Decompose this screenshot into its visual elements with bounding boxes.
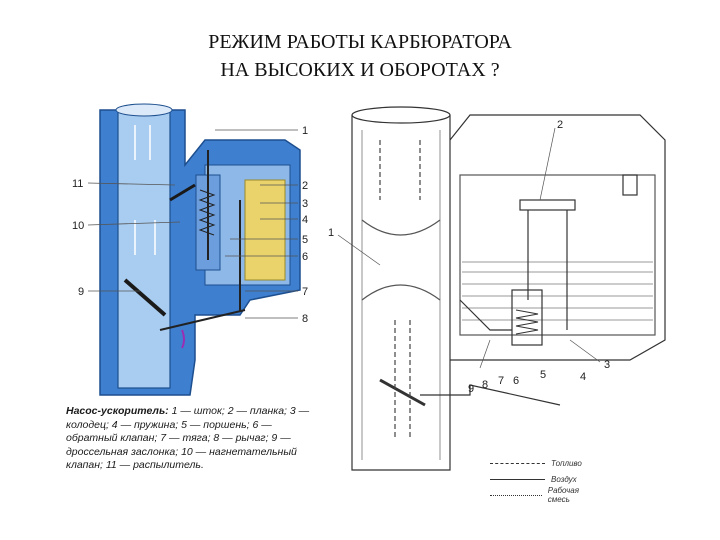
- callout-8: 8: [302, 313, 308, 325]
- fuel-level-lines: [462, 261, 653, 321]
- right-diagram-legend: Топливо Воздух Рабочая смесь: [490, 455, 600, 504]
- right-lever: [420, 384, 561, 406]
- callout-2: 2: [302, 180, 308, 192]
- caption-text: 1 — шток; 2 — планка; 3 — колодец; 4 — п…: [66, 405, 310, 471]
- accelerator-nozzle: [169, 183, 196, 202]
- right-callout-3: 3: [604, 359, 610, 371]
- legend-label-air: Воздух: [551, 474, 577, 484]
- legend-item-air: Воздух: [490, 471, 600, 487]
- right-callout-7: 7: [498, 375, 504, 387]
- left-leader-lines: [87, 129, 298, 319]
- pump-channel: [459, 299, 512, 331]
- callout-1: 1: [302, 125, 308, 137]
- left-fuel-volume: [244, 179, 286, 281]
- left-airflow-arrows: [134, 125, 156, 255]
- right-air-tube: [351, 115, 451, 471]
- right-airflow-arrows: [379, 140, 421, 440]
- callout-10: 10: [72, 220, 84, 232]
- right-tube-inner: [361, 130, 441, 460]
- right-callout-2: 2: [557, 119, 563, 131]
- callout-11: 11: [72, 178, 83, 190]
- title-line-2: НА ВЫСОКИХ И ОБОРОТАХ ?: [220, 59, 500, 81]
- legend-swatch-fuel: [490, 462, 545, 464]
- pump-lever: [159, 309, 246, 331]
- pump-cylinder: [511, 289, 543, 346]
- right-callout-8: 8: [482, 379, 488, 391]
- callout-3: 3: [302, 198, 308, 210]
- callout-6: 6: [302, 251, 308, 263]
- throttle-valve: [123, 278, 167, 317]
- right-throttle-valve: [379, 378, 426, 407]
- pump-spring-right: [515, 309, 539, 335]
- legend-item-fuel: Топливо: [490, 455, 600, 471]
- callout-7: 7: [302, 286, 308, 298]
- left-carburetor-diagram: 11 10 9 1 2 3 4 5 6 7 8: [72, 103, 308, 396]
- callout-4: 4: [302, 214, 308, 226]
- callout-9: 9: [78, 286, 84, 298]
- right-callout-1: 1: [328, 227, 334, 239]
- left-bore-top: [115, 103, 173, 117]
- right-callout-4: 4: [580, 371, 586, 383]
- left-diagram-caption: Насос-ускоритель: 1 — шток; 2 — планка; …: [66, 405, 321, 473]
- right-leader-lines: [337, 127, 601, 369]
- float-chamber-inner: [459, 174, 656, 336]
- right-tube-top: [351, 106, 451, 124]
- callout-5: 5: [302, 234, 308, 246]
- right-callout-6: 6: [513, 375, 519, 387]
- float-chamber-body: [449, 114, 666, 361]
- fuel-fitting: [622, 174, 638, 196]
- right-carburetor-diagram: [337, 106, 666, 471]
- right-callout-9: 9: [468, 383, 474, 395]
- legend-label-mixture: Рабочая смесь: [547, 486, 579, 504]
- caption-heading: Насос-ускоритель:: [66, 405, 169, 417]
- title-line-1: РЕЖИМ РАБОТЫ КАРБЮРАТОРА: [208, 31, 512, 53]
- right-callout-5: 5: [540, 369, 546, 381]
- legend-swatch-mixture: [490, 494, 542, 496]
- lever-arrow: [181, 329, 185, 349]
- pump-bar: [519, 199, 576, 211]
- legend-item-mixture: Рабочая смесь: [490, 486, 600, 504]
- slide-title: РЕЖИМ РАБОТЫ КАРБЮРАТОРА НА ВЫСОКИХ И ОБ…: [0, 28, 720, 84]
- legend-label-fuel: Топливо: [551, 458, 582, 468]
- left-air-bore: [117, 107, 171, 389]
- venturi: [361, 219, 441, 301]
- legend-swatch-air: [490, 478, 545, 480]
